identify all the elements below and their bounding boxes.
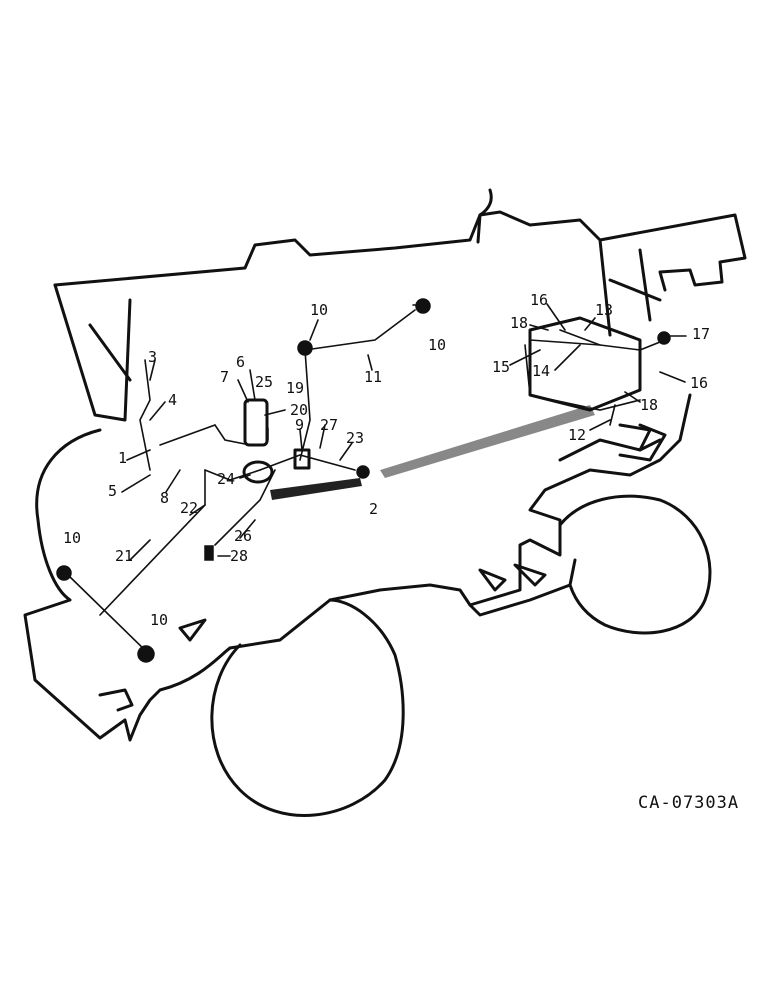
- callout-5: 5: [108, 482, 117, 500]
- lamp-front-bottom: [137, 645, 155, 663]
- lamps-and-components: [56, 298, 671, 663]
- combine-body-outline: [23, 188, 747, 817]
- connector-28: [204, 545, 214, 561]
- callout-1: 1: [118, 449, 127, 467]
- flasher: [242, 460, 274, 484]
- callout-26: 26: [234, 527, 252, 545]
- callout-25: 25: [255, 373, 273, 391]
- lamp-side: [356, 465, 370, 479]
- lamp-rear: [657, 331, 671, 345]
- callout-10-top-center: 10: [310, 301, 328, 319]
- callout-3: 3: [148, 348, 157, 366]
- leader-lines: [121, 303, 687, 561]
- callout-18-right: 18: [640, 396, 658, 414]
- switch-box: [243, 398, 269, 447]
- callout-8: 8: [160, 489, 169, 507]
- lamp-top-center: [297, 340, 313, 356]
- callout-16-top: 16: [530, 291, 548, 309]
- battery-box: [528, 316, 642, 412]
- wiring-harness: [67, 309, 666, 656]
- callout-10-front-left: 10: [63, 529, 81, 547]
- callout-20: 20: [290, 401, 308, 419]
- callout-9: 9: [295, 416, 304, 434]
- callout-15: 15: [492, 358, 510, 376]
- callout-2: 2: [369, 500, 378, 518]
- callout-24: 24: [217, 470, 235, 488]
- callout-28: 28: [230, 547, 248, 565]
- callout-18-top: 18: [510, 314, 528, 332]
- drawing-code: CA-07303A: [638, 793, 739, 813]
- callout-27: 27: [320, 416, 338, 434]
- callout-labels: 3 4 1 5 8 22 21 10 10 10 10 6 7 25 19 20…: [63, 291, 710, 629]
- callout-7: 7: [220, 368, 229, 386]
- callout-12: 12: [568, 426, 586, 444]
- callout-6: 6: [236, 353, 245, 371]
- callout-10-front-bottom: 10: [150, 611, 168, 629]
- lamp-front-left: [56, 565, 72, 581]
- lamp-top-right: [415, 298, 431, 314]
- callout-16-right: 16: [690, 374, 708, 392]
- callout-22: 22: [180, 499, 198, 517]
- callout-4: 4: [168, 391, 177, 409]
- callout-11: 11: [364, 368, 382, 386]
- callout-13: 13: [595, 301, 613, 319]
- callout-14: 14: [532, 362, 550, 380]
- callout-21: 21: [115, 547, 133, 565]
- callout-17: 17: [692, 325, 710, 343]
- callout-10-top-right: 10: [428, 336, 446, 354]
- callout-19: 19: [286, 379, 304, 397]
- callout-23: 23: [346, 429, 364, 447]
